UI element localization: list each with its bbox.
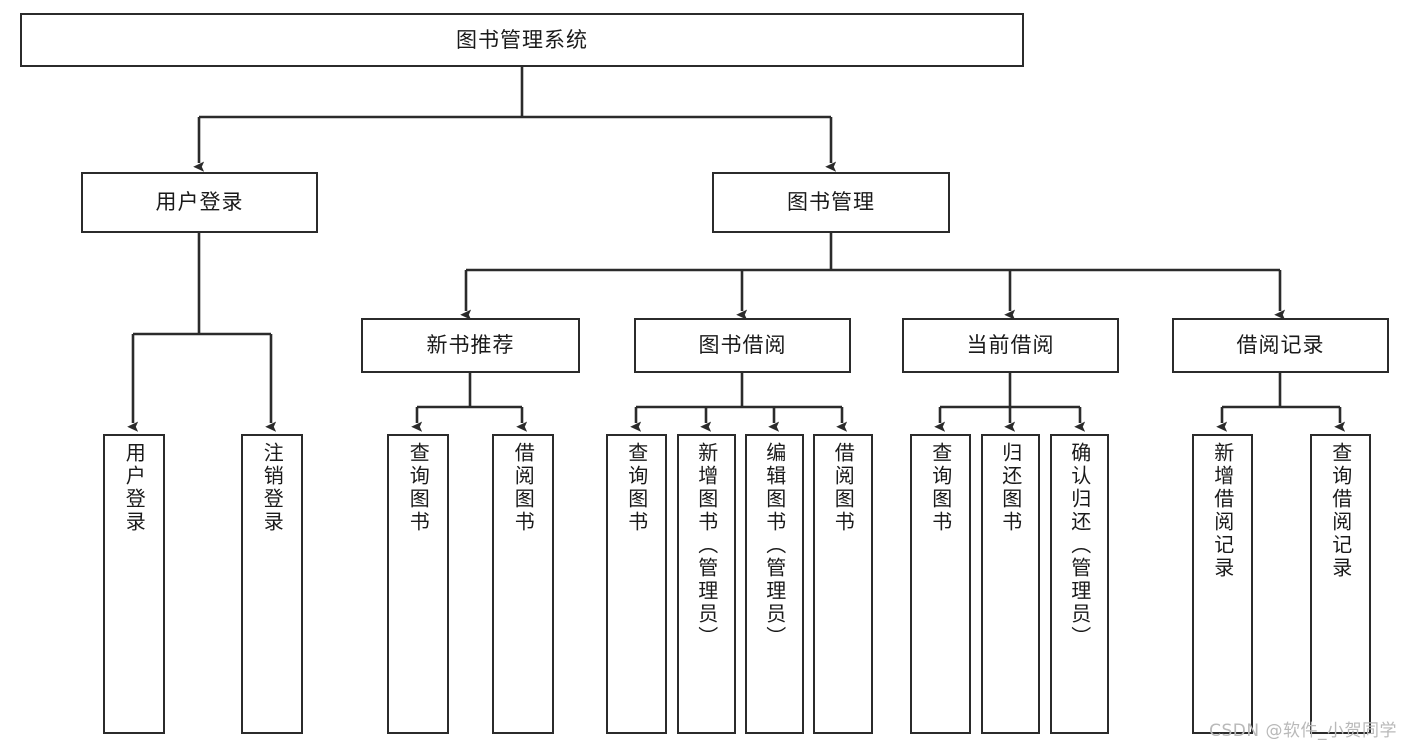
- node-book-management[interactable]: 图书管理: [712, 172, 950, 233]
- node-label: 用户登录: [155, 190, 244, 215]
- node-label: 借阅图书: [511, 442, 536, 534]
- node-label: 新书推荐: [426, 333, 515, 358]
- node-label: 当前借阅: [966, 333, 1055, 358]
- node-label: 图书借阅: [698, 333, 787, 358]
- leaf-user-login[interactable]: 用户登录: [103, 434, 165, 734]
- leaf-query-book-borrow[interactable]: 查询图书: [606, 434, 667, 734]
- node-label: 查询图书: [928, 442, 953, 534]
- node-label: 查询图书: [406, 442, 431, 534]
- leaf-return-book[interactable]: 归还图书: [981, 434, 1040, 734]
- node-label: 借阅记录: [1236, 333, 1325, 358]
- node-label: 注销登录: [260, 442, 285, 534]
- leaf-edit-book-admin[interactable]: 编辑图书（管理员）: [745, 434, 804, 734]
- node-label: 图书管理: [787, 190, 875, 215]
- node-current-borrow[interactable]: 当前借阅: [902, 318, 1119, 373]
- node-user-login[interactable]: 用户登录: [81, 172, 318, 233]
- node-label: 图书管理系统: [456, 27, 588, 52]
- node-borrow-record[interactable]: 借阅记录: [1172, 318, 1389, 373]
- node-root-book-management-system[interactable]: 图书管理系统: [20, 13, 1024, 67]
- node-label: 确认归还（管理员）: [1067, 442, 1092, 649]
- node-label: 查询借阅记录: [1328, 442, 1353, 580]
- node-new-book-recommend[interactable]: 新书推荐: [361, 318, 580, 373]
- node-label: 归还图书: [998, 442, 1023, 534]
- node-book-borrow[interactable]: 图书借阅: [634, 318, 851, 373]
- node-label: 新增借阅记录: [1210, 442, 1235, 580]
- leaf-borrow-book-recommend[interactable]: 借阅图书: [492, 434, 554, 734]
- leaf-query-book-current[interactable]: 查询图书: [910, 434, 971, 734]
- leaf-logout[interactable]: 注销登录: [241, 434, 303, 734]
- leaf-add-borrow-record[interactable]: 新增借阅记录: [1192, 434, 1253, 734]
- node-label: 新增图书（管理员）: [694, 442, 719, 649]
- leaf-confirm-return-admin[interactable]: 确认归还（管理员）: [1050, 434, 1109, 734]
- leaf-borrow-book[interactable]: 借阅图书: [813, 434, 873, 734]
- node-label: 借阅图书: [831, 442, 856, 534]
- node-label: 用户登录: [122, 442, 147, 534]
- leaf-query-book-recommend[interactable]: 查询图书: [387, 434, 449, 734]
- csdn-watermark: CSDN @软件_小贺同学: [1209, 721, 1397, 741]
- leaf-add-book-admin[interactable]: 新增图书（管理员）: [677, 434, 736, 734]
- leaf-query-borrow-record[interactable]: 查询借阅记录: [1310, 434, 1371, 734]
- node-label: 查询图书: [624, 442, 649, 534]
- node-label: 编辑图书（管理员）: [762, 442, 787, 649]
